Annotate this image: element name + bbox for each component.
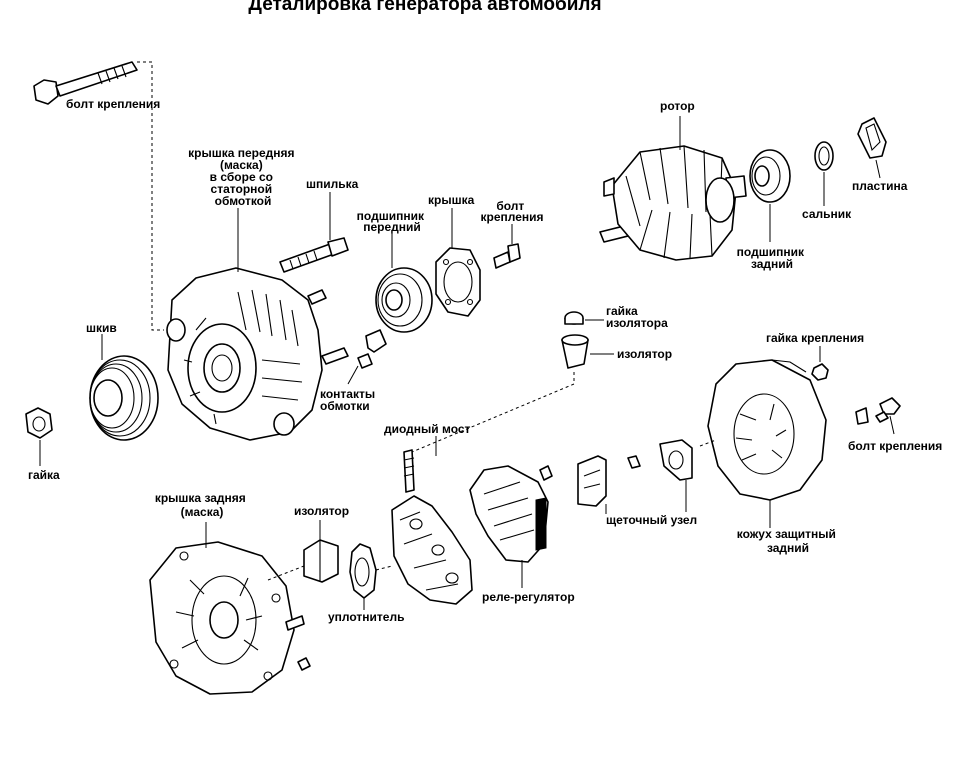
label-pulley: шкив xyxy=(86,321,117,335)
label-bolt-top: болт крепления xyxy=(66,97,160,111)
assembly-line-gasket xyxy=(375,565,393,571)
label-winding-contacts: контакты обмотки xyxy=(320,387,378,413)
plate xyxy=(857,117,887,159)
label-rear-bearing: подшипник задний xyxy=(737,245,808,271)
label-insulator-low: изолятор xyxy=(294,504,349,518)
cover-plate xyxy=(435,247,481,317)
label-front-cover-line: крышка передняя xyxy=(188,146,294,160)
assembly-line-diode xyxy=(411,372,575,453)
label-rear-bearing-line: подшипник xyxy=(737,245,805,259)
label-bolt-right: болт крепления xyxy=(848,439,942,453)
label-rear-cover-line: крышка задняя xyxy=(155,491,246,505)
label-cover: крышка xyxy=(428,193,475,207)
pulley xyxy=(89,355,159,441)
label-gasket: уплотнитель xyxy=(328,610,404,624)
gasket xyxy=(349,543,377,599)
pulley-nut xyxy=(25,407,53,439)
label-front-cover-line: статорной xyxy=(211,182,273,196)
diode-bridge xyxy=(391,449,473,605)
label-diode-bridge: диодный мост xyxy=(384,422,471,436)
label-front-bearing: подшипник передний xyxy=(357,209,428,234)
label-front-cover-line: в сборе со xyxy=(210,170,273,184)
mounting-bolt-right xyxy=(855,397,901,425)
label-front-cover-line: (маска) xyxy=(220,158,263,172)
label-front-bearing-line: подшипник xyxy=(357,209,425,223)
leader-bolt-right xyxy=(889,415,895,435)
label-insulator-nut-line: гайка xyxy=(606,304,638,318)
label-protective-cover: кожух защитный задний xyxy=(737,527,839,555)
mounting-bolt-mid xyxy=(493,243,521,269)
assembly-line-cover xyxy=(699,439,717,447)
label-mounting-nut: гайка крепления xyxy=(766,331,864,345)
rear-bearing xyxy=(749,149,791,203)
rotor xyxy=(599,145,747,261)
label-front-bearing-line: передний xyxy=(363,220,421,234)
rear-protective-cover xyxy=(707,359,827,501)
label-bolt-mid: болт крепления xyxy=(480,199,543,224)
label-seal: сальник xyxy=(802,207,852,221)
mounting-bolt-top xyxy=(33,61,138,105)
front-cover-stator xyxy=(166,267,349,441)
winding-contacts xyxy=(357,329,387,369)
label-insulator-nut: гайка изолятора xyxy=(606,304,668,330)
label-insulator-nut-line: изолятора xyxy=(606,316,668,330)
label-stud: шпилька xyxy=(306,177,359,191)
label-bolt-mid-line: крепления xyxy=(480,210,543,224)
oil-seal xyxy=(814,141,834,171)
insulator-low xyxy=(303,539,339,583)
label-rear-bearing-line: задний xyxy=(751,257,793,271)
label-insulator-mid: изолятор xyxy=(617,347,672,361)
label-bolt-mid-line: болт xyxy=(496,199,524,213)
label-regulator: реле-регулятор xyxy=(482,590,575,604)
stud xyxy=(279,237,349,273)
insulator-nut xyxy=(564,311,584,325)
leader-contacts xyxy=(347,365,359,385)
label-protective-cover-line: задний xyxy=(767,541,809,555)
label-front-cover-line: обмоткой xyxy=(215,194,272,208)
label-nut: гайка xyxy=(28,468,60,482)
mounting-nut-right xyxy=(811,363,829,381)
label-plate: пластина xyxy=(852,179,908,193)
label-rotor: ротор xyxy=(660,99,695,113)
label-contacts-line: обмотки xyxy=(320,399,370,413)
label-contacts-line: контакты xyxy=(320,387,375,401)
label-protective-cover-line: кожух защитный xyxy=(737,527,836,541)
rear-cover xyxy=(149,541,311,695)
leader-plate xyxy=(875,159,881,179)
insulator-mid xyxy=(561,334,589,369)
assembly-line-rear xyxy=(267,565,305,581)
assembly-line-bolt xyxy=(137,61,164,331)
label-rear-cover: крышка задняя (маска) xyxy=(155,491,249,519)
label-brush-unit: щеточный узел xyxy=(606,513,697,527)
small-screws xyxy=(539,455,641,481)
brush-holder xyxy=(577,439,693,507)
front-bearing xyxy=(375,267,433,333)
voltage-regulator xyxy=(469,465,549,563)
label-rear-cover-line: (маска) xyxy=(181,505,224,519)
label-front-cover: крышка передняя (маска) в сборе со стато… xyxy=(188,146,298,208)
diagram-title: Деталировка генератора автомобиля xyxy=(248,0,601,15)
